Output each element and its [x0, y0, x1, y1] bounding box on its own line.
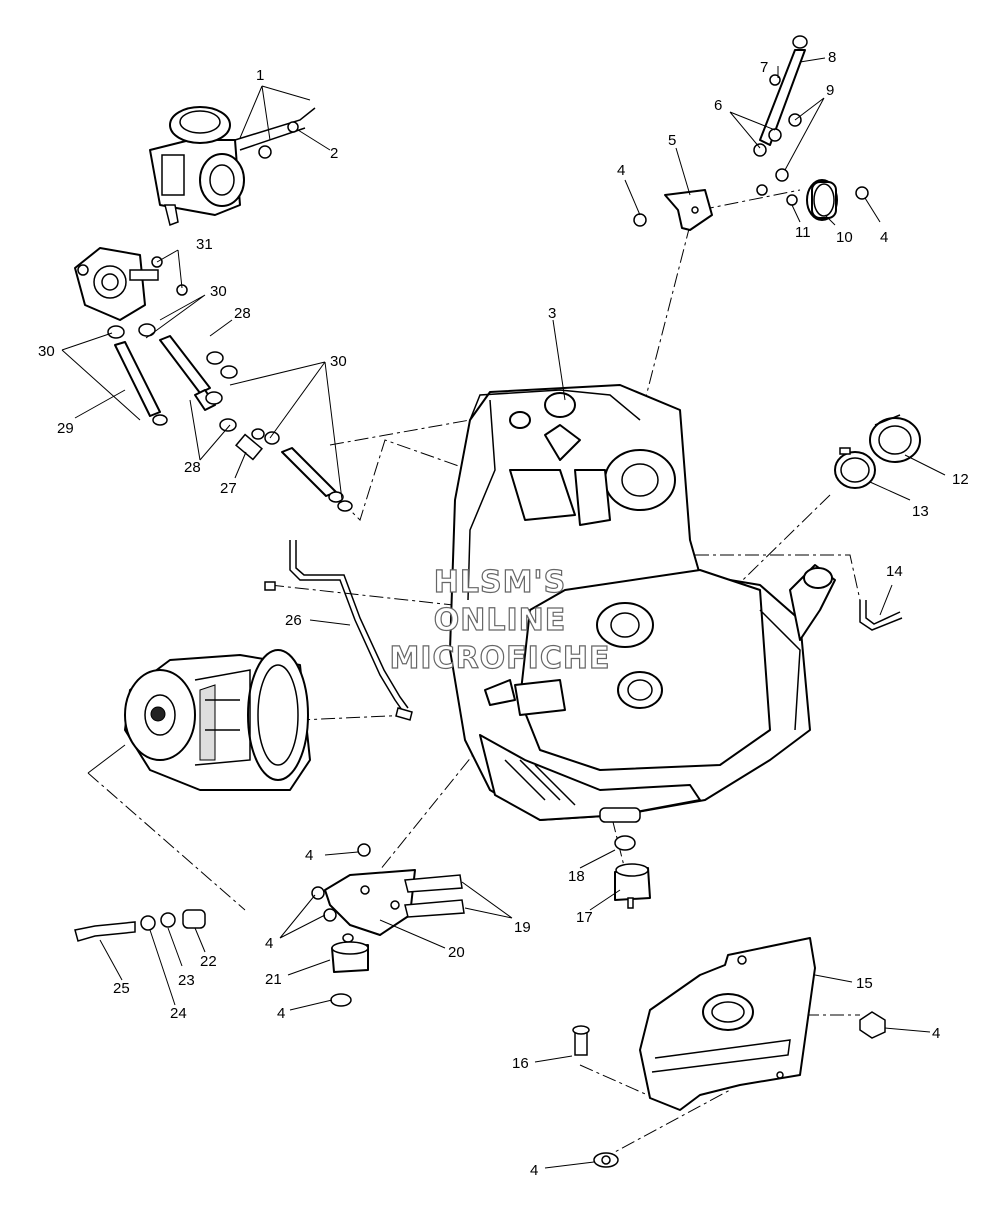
callout-10: 10 — [836, 229, 853, 246]
callout-22: 22 — [200, 953, 217, 970]
callout-12: 12 — [952, 471, 969, 488]
callout-4-upper-left: 4 — [617, 162, 625, 179]
callout-9: 9 — [826, 82, 834, 99]
vent-hose[interactable] — [859, 600, 903, 631]
callout-24: 24 — [170, 1005, 187, 1022]
carburetor[interactable] — [149, 106, 316, 226]
callout-4-bracket-top: 4 — [305, 847, 313, 864]
callout-numbers: 1 2 3 4 4 4 4 4 4 4 5 6 7 8 9 10 11 12 1… — [38, 49, 969, 1179]
watermark-line-3: MICROFICHE — [390, 641, 611, 676]
callout-11: 11 — [795, 224, 811, 241]
callout-20: 20 — [448, 944, 465, 961]
callout-6: 6 — [714, 97, 722, 114]
callout-30-top: 30 — [210, 283, 227, 300]
callout-8: 8 — [828, 49, 836, 66]
watermark: HLSM'S ONLINE MICROFICHE — [389, 564, 611, 676]
callout-4-upper-right: 4 — [880, 229, 888, 246]
rubber-mount-upper[interactable] — [633, 179, 869, 227]
callout-4-skid-bottom: 4 — [530, 1162, 538, 1179]
rubber-mount-lower[interactable] — [330, 933, 369, 1007]
callout-3: 3 — [548, 305, 556, 322]
callout-1: 1 — [256, 67, 264, 84]
callout-19: 19 — [514, 919, 531, 936]
lower-mount-rear[interactable] — [614, 835, 651, 909]
torque-rod[interactable] — [753, 35, 808, 196]
intake-boot[interactable] — [869, 414, 921, 463]
callout-15: 15 — [856, 975, 873, 992]
callout-4-skid-right: 4 — [932, 1025, 940, 1042]
callout-21: 21 — [265, 971, 282, 988]
callout-31: 31 — [196, 236, 213, 253]
callout-18: 18 — [568, 868, 585, 885]
callout-27: 27 — [220, 480, 237, 497]
callout-14: 14 — [886, 563, 903, 580]
callout-29: 29 — [57, 420, 74, 437]
skid-plate[interactable] — [572, 937, 886, 1168]
watermark-line-1: HLSM'S — [434, 565, 566, 600]
callout-30-right: 30 — [330, 353, 347, 370]
upper-mount-bracket[interactable] — [664, 189, 713, 231]
engine-assembly[interactable] — [449, 384, 836, 823]
drive-clutch[interactable] — [124, 649, 311, 791]
callout-2: 2 — [330, 145, 338, 162]
watermark-line-2: ONLINE — [434, 603, 567, 638]
fuel-hoses[interactable] — [107, 323, 353, 512]
callout-25: 25 — [113, 980, 130, 997]
engine-mount-bracket[interactable] — [311, 843, 465, 936]
hose-clamp[interactable] — [834, 447, 876, 489]
callout-16: 16 — [512, 1055, 529, 1072]
callout-4-mount-nut: 4 — [277, 1005, 285, 1022]
callout-17: 17 — [576, 909, 593, 926]
callout-5: 5 — [668, 132, 676, 149]
callout-28-upper: 28 — [234, 305, 251, 322]
callout-23: 23 — [178, 972, 195, 989]
callout-7: 7 — [760, 59, 768, 76]
callout-26: 26 — [285, 612, 302, 629]
callout-13: 13 — [912, 503, 929, 520]
breather-tube[interactable] — [264, 540, 413, 721]
leader-lines — [61, 57, 946, 1169]
callout-28-lower: 28 — [184, 459, 201, 476]
callout-4-bracket-side: 4 — [265, 935, 273, 952]
fuel-pump[interactable] — [74, 247, 188, 321]
clutch-bolt-hardware[interactable] — [74, 909, 206, 942]
callout-30-left: 30 — [38, 343, 55, 360]
